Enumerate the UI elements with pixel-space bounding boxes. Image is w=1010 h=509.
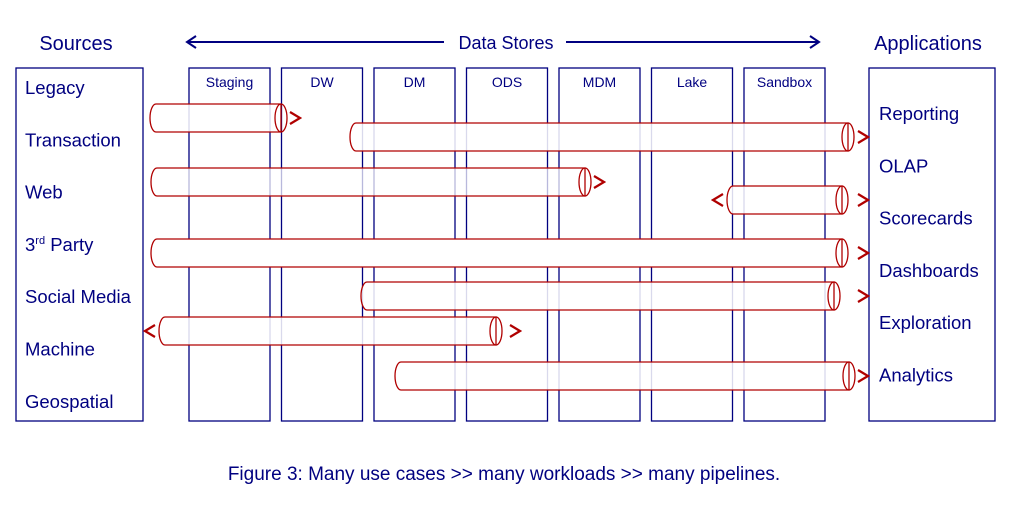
pipe-end-cap xyxy=(578,167,592,197)
source-label-sup: rd xyxy=(35,235,45,247)
store-label-sandbox: Sandbox xyxy=(757,74,812,90)
source-item-machine: Machine xyxy=(25,339,95,360)
pipeline-dw-to-exploration xyxy=(336,281,868,311)
pipeline-dw-to-reporting xyxy=(336,122,868,152)
application-item-exploration: Exploration xyxy=(879,312,972,333)
pipelines xyxy=(143,103,868,391)
pipe-end-cap xyxy=(835,185,849,215)
store-label-dw: DW xyxy=(310,74,334,90)
span-arrow-left-head-icon xyxy=(185,35,197,49)
sources-header: Sources xyxy=(39,33,112,55)
source-item-social-media: Social Media xyxy=(25,286,132,307)
pipeline-web-to-mdm xyxy=(145,167,604,197)
store-label-staging: Staging xyxy=(206,74,253,90)
source-item-3-party: 3rd Party xyxy=(25,234,94,255)
source-item-geospatial: Geospatial xyxy=(25,391,113,412)
pipe-end-cap xyxy=(835,238,849,268)
data-stores-span-arrow xyxy=(185,35,821,49)
source-label-main: 3 xyxy=(25,234,35,255)
source-item-transaction: Transaction xyxy=(25,129,121,150)
pipeline-lake-scorecards xyxy=(713,185,868,215)
application-item-olap: OLAP xyxy=(879,155,928,176)
pipeline-legacy-to-dw xyxy=(143,103,300,133)
applications-header: Applications xyxy=(874,33,982,55)
data-stores-header: Data Stores xyxy=(458,33,553,53)
store-label-mdm: MDM xyxy=(583,74,616,90)
store-label-dm: DM xyxy=(404,74,426,90)
store-label-ods: ODS xyxy=(492,74,522,90)
pipeline-dm-to-analytics xyxy=(382,361,868,391)
application-item-scorecards: Scorecards xyxy=(879,208,973,229)
pipe-end-cap xyxy=(489,316,503,346)
application-item-dashboards: Dashboards xyxy=(879,260,979,281)
source-item-web: Web xyxy=(25,182,63,203)
source-label-rest: Party xyxy=(45,234,94,255)
applications-box xyxy=(868,67,996,422)
pipe-end-cap xyxy=(841,122,855,152)
store-label-lake: Lake xyxy=(677,74,708,90)
pipeline-3rd-party-to-dashboards xyxy=(143,238,868,268)
sources-box xyxy=(15,67,144,422)
application-item-analytics: Analytics xyxy=(879,365,953,386)
pipe-end-cap xyxy=(274,103,288,133)
application-item-reporting: Reporting xyxy=(879,103,959,124)
pipe-end-cap xyxy=(842,361,856,391)
pipeline-machine-ods xyxy=(145,316,520,346)
span-arrow-right-head-icon xyxy=(809,35,821,49)
pipe-end-cap xyxy=(827,281,841,311)
figure-caption: Figure 3: Many use cases >> many workloa… xyxy=(228,464,780,485)
source-item-legacy: Legacy xyxy=(25,77,85,98)
